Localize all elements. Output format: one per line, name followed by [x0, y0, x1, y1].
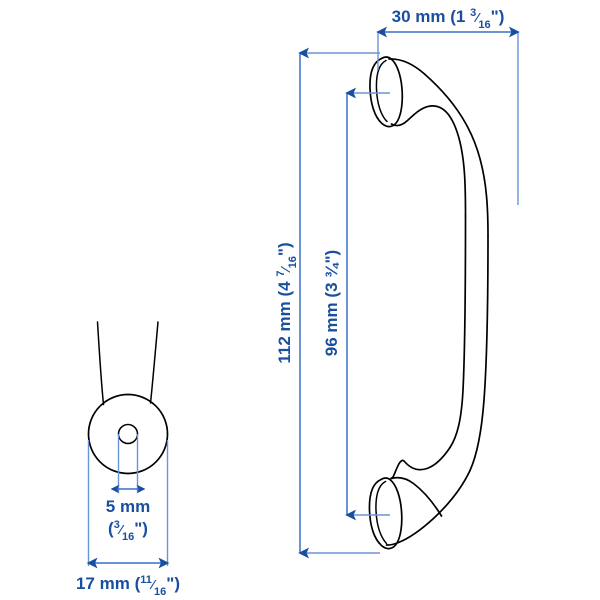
dimension-height-96mm	[345, 87, 390, 521]
handle-side-view	[368, 56, 489, 550]
dimension-height-112mm	[298, 47, 380, 559]
dimension-label-hole-5mm-inch: (3⁄16")	[108, 519, 148, 543]
dimension-hole-5mm	[110, 434, 146, 494]
dimension-base-17mm	[86, 440, 170, 569]
dimension-label-height-96mm: 96 mm (3 ¾")	[322, 250, 341, 356]
dimension-width-30mm	[376, 26, 520, 205]
dimension-label-height-112mm: 112 mm (4 7⁄16")	[275, 242, 299, 363]
handle-end-view	[87, 321, 169, 475]
dimension-label-base-17mm: 17 mm (11⁄16")	[76, 574, 180, 598]
dimension-label-hole-5mm-mm: 5 mm	[106, 497, 150, 516]
dimension-label-width-30mm: 30 mm (1 3⁄16")	[392, 7, 505, 31]
